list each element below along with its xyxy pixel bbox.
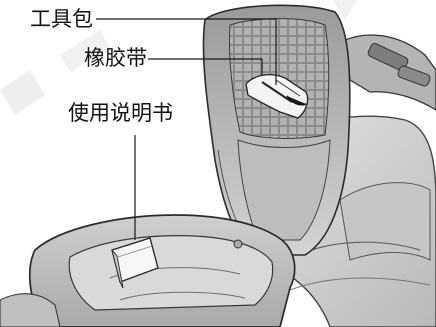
opened-seat [202,4,351,256]
owners-manual-label: 使用说明书 [68,101,173,125]
watermark [0,0,357,115]
tool-kit-bag [245,73,309,119]
tool-kit-label: 工具包 [30,7,93,31]
owners-manual-booklet [111,237,159,289]
leader-lines [96,18,277,240]
rubber-band-label: 橡胶带 [84,46,147,70]
